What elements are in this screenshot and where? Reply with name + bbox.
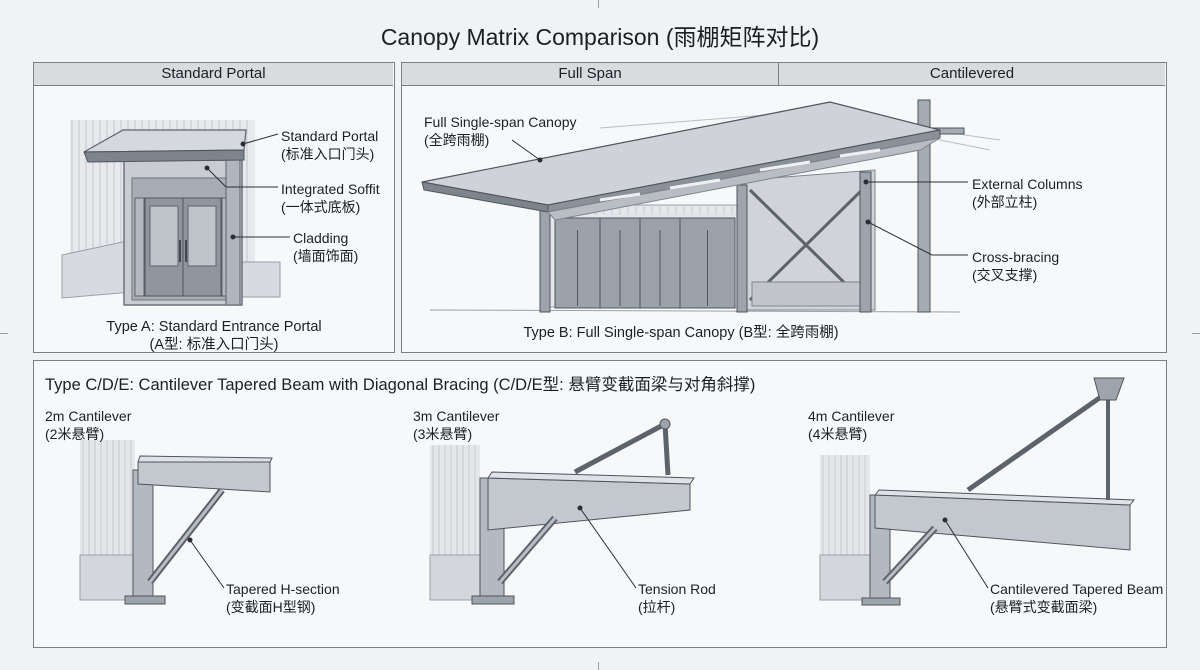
callout-tapered-h-section: Tapered H-section (变截面H型钢) — [226, 581, 340, 615]
caption-type-b: Type B: Full Single-span Canopy (B型: 全跨雨… — [523, 325, 839, 341]
registration-tick — [0, 333, 8, 334]
detail-3m-title: 3m Cantilever (3米悬臂) — [413, 408, 500, 442]
callout-cross-bracing: Cross-bracing (交叉支撑) — [972, 249, 1060, 283]
bottom-panel-title: Type C/D/E: Cantilever Tapered Beam with… — [45, 376, 756, 394]
wall-plinth — [819, 554, 871, 601]
callout-cantilevered-tapered-beam: Cantilevered Tapered Beam (悬臂式变截面梁) — [990, 581, 1164, 615]
registration-tick — [598, 0, 599, 8]
panel-header-cantilevered: Cantilevered — [779, 63, 1165, 86]
wall-plinth — [79, 554, 136, 601]
panel-header: Standard Portal — [34, 63, 393, 86]
panel-header-full-span: Full Span — [402, 63, 779, 86]
callout-cladding: Cladding (墙面饰面) — [293, 230, 359, 264]
registration-tick — [1192, 333, 1200, 334]
caption-type-a: Type A: Standard Entrance Portal (A型: 标准… — [106, 319, 322, 353]
detail-4m-title: 4m Cantilever (4米悬臂) — [808, 408, 895, 442]
page-title: Canopy Matrix Comparison (雨棚矩阵对比) — [380, 24, 820, 50]
wall-plinth — [429, 554, 481, 601]
detail-2m-title: 2m Cantilever (2米悬臂) — [45, 408, 132, 442]
callout-tension-rod: Tension Rod (拉杆) — [638, 581, 716, 615]
callout-external-columns: External Columns (外部立柱) — [972, 176, 1083, 210]
callout-full-single-span-canopy: Full Single-span Canopy (全跨雨棚) — [424, 114, 577, 148]
registration-tick — [598, 662, 599, 670]
callout-integrated-soffit: Integrated Soffit (一体式底板) — [281, 181, 380, 215]
callout-standard-portal: Standard Portal (标准入口门头) — [281, 128, 379, 162]
